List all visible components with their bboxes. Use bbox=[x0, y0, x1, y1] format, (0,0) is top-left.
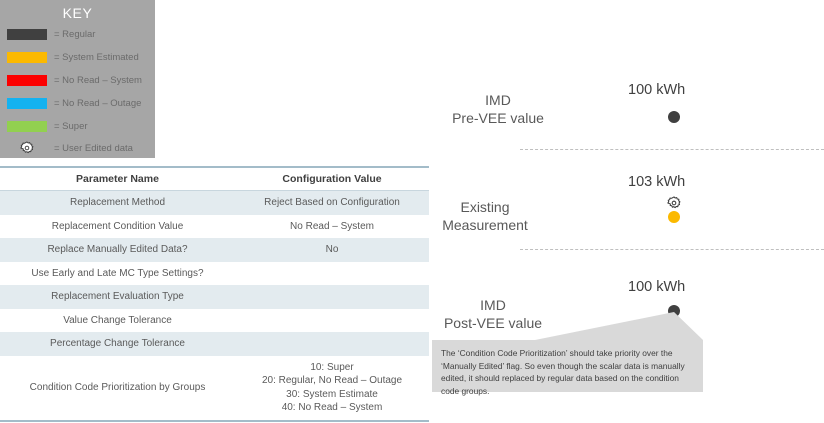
stage-label-post-vee: IMD Post-VEE value bbox=[443, 297, 543, 331]
cell-parameter-name: Condition Code Prioritization by Groups bbox=[0, 355, 235, 422]
color-swatch-icon bbox=[7, 120, 47, 132]
key-item-super: = Super bbox=[0, 116, 155, 136]
key-item-regular: = Regular bbox=[0, 24, 155, 44]
table-row: Value Change Tolerance bbox=[0, 308, 429, 332]
key-item-label: = No Read – Outage bbox=[54, 97, 142, 109]
swatch-cell bbox=[0, 97, 54, 109]
table-header: Parameter Name Configuration Value bbox=[0, 166, 429, 191]
cell-configuration-value bbox=[235, 308, 429, 332]
value-label-pre-vee: 100 kWh bbox=[628, 82, 686, 98]
swatch-cell bbox=[0, 28, 54, 40]
key-item-label: = Regular bbox=[54, 28, 96, 40]
swatch-cell bbox=[0, 51, 54, 63]
value-label-post-vee: 100 kWh bbox=[628, 279, 686, 295]
cell-configuration-value: No Read – System bbox=[235, 214, 429, 238]
stage-label-pre-vee: IMD Pre-VEE value bbox=[452, 92, 544, 126]
cell-configuration-value bbox=[235, 332, 429, 356]
swatch-cell bbox=[0, 120, 54, 132]
configuration-table: Parameter Name Configuration Value Repla… bbox=[0, 166, 429, 422]
key-item-label: = No Read – System bbox=[54, 74, 142, 86]
column-header-configuration-value: Configuration Value bbox=[235, 166, 429, 191]
value-label-existing-measurement: 103 kWh bbox=[628, 174, 686, 190]
callout-note: The ‘Condition Code Prioritization’ shou… bbox=[432, 340, 703, 396]
table-row: Use Early and Late MC Type Settings? bbox=[0, 261, 429, 285]
color-swatch-icon bbox=[7, 74, 47, 86]
table-row: Condition Code Prioritization by Groups … bbox=[0, 355, 429, 422]
section-divider-2 bbox=[520, 249, 824, 250]
stage-label-existing-measurement: Existing Measurement bbox=[442, 199, 528, 233]
key-item-label: = User Edited data bbox=[54, 142, 133, 154]
callout-pointer bbox=[535, 312, 703, 340]
cell-parameter-name: Percentage Change Tolerance bbox=[0, 332, 235, 356]
cell-configuration-value: No bbox=[235, 238, 429, 262]
table-row: Replacement Evaluation Type bbox=[0, 285, 429, 309]
color-swatch-icon bbox=[7, 28, 47, 40]
cell-parameter-name: Replacement Evaluation Type bbox=[0, 285, 235, 309]
key-item-user-edited: = User Edited data bbox=[0, 138, 155, 158]
data-point-existing-measurement bbox=[668, 211, 680, 223]
gear-icon bbox=[20, 141, 34, 154]
cell-configuration-value bbox=[235, 261, 429, 285]
key-item-no-read-outage: = No Read – Outage bbox=[0, 93, 155, 113]
column-header-parameter-name: Parameter Name bbox=[0, 166, 235, 191]
key-item-system-estimated: = System Estimated bbox=[0, 47, 155, 67]
section-divider-1 bbox=[520, 149, 824, 150]
key-item-no-read-system: = No Read – System bbox=[0, 70, 155, 90]
table-row: Replace Manually Edited Data? No bbox=[0, 238, 429, 262]
gear-cell bbox=[0, 141, 54, 155]
table-row: Percentage Change Tolerance bbox=[0, 332, 429, 356]
cell-configuration-value bbox=[235, 285, 429, 309]
key-panel: KEY = Regular = System Estimated = No Re… bbox=[0, 0, 155, 158]
cell-configuration-value: Reject Based on Configuration bbox=[235, 190, 429, 215]
vee-flow-diagram: IMD Pre-VEE value 100 kWh Existing Measu… bbox=[415, 0, 824, 423]
cell-parameter-name: Replace Manually Edited Data? bbox=[0, 238, 235, 262]
data-point-pre-vee bbox=[668, 111, 680, 123]
color-swatch-icon bbox=[7, 51, 47, 63]
table-header-row: Parameter Name Configuration Value bbox=[0, 166, 429, 191]
key-item-label: = System Estimated bbox=[54, 51, 139, 63]
cell-parameter-name: Use Early and Late MC Type Settings? bbox=[0, 261, 235, 285]
cell-parameter-name: Value Change Tolerance bbox=[0, 308, 235, 332]
table-row: Replacement Method Reject Based on Confi… bbox=[0, 190, 429, 215]
cell-configuration-value: 10: Super 20: Regular, No Read – Outage … bbox=[235, 355, 429, 422]
key-title: KEY bbox=[62, 5, 93, 21]
table-body: Replacement Method Reject Based on Confi… bbox=[0, 190, 429, 422]
cell-parameter-name: Replacement Condition Value bbox=[0, 214, 235, 238]
user-edited-gear-icon bbox=[667, 196, 681, 209]
cell-parameter-name: Replacement Method bbox=[0, 190, 235, 215]
table-row: Replacement Condition Value No Read – Sy… bbox=[0, 214, 429, 238]
color-swatch-icon bbox=[7, 97, 47, 109]
key-item-label: = Super bbox=[54, 120, 88, 132]
swatch-cell bbox=[0, 74, 54, 86]
